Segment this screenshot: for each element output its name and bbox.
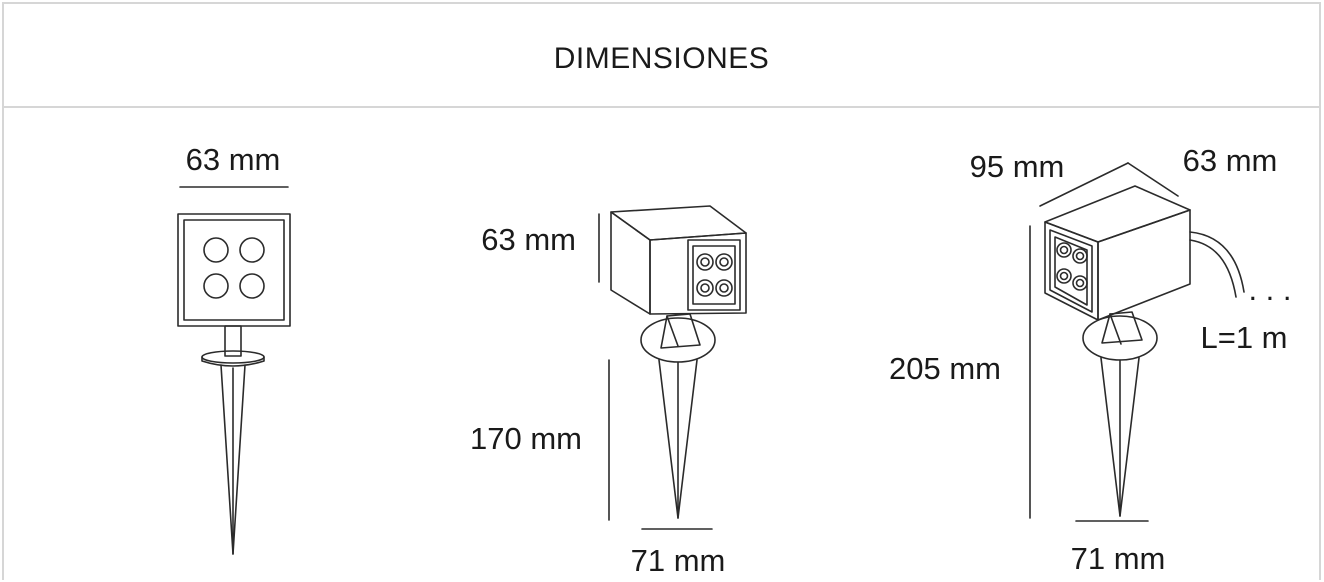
iso-cable: [1189, 231, 1245, 293]
front-led-1: [203, 237, 229, 263]
front-base-disk: [201, 350, 265, 364]
iso-base-width-label: 71 mm: [1071, 541, 1166, 576]
side-face-outer: [687, 239, 741, 311]
side-led-4: [715, 279, 733, 297]
side-base-disk: [640, 317, 716, 363]
iso-face-inner: [1054, 236, 1088, 306]
iso-cube-side: [1097, 209, 1191, 321]
side-led-2: [715, 253, 733, 271]
iso-cable-ellipsis: . . .: [1248, 272, 1291, 307]
iso-width-label: 63 mm: [1183, 143, 1278, 178]
iso-total-height-label: 205 mm: [889, 351, 1001, 386]
side-led-2b: [719, 257, 729, 267]
front-led-4: [239, 273, 265, 299]
iso-led-2b: [1075, 251, 1085, 261]
side-face-inner: [692, 245, 736, 305]
iso-led-1b: [1059, 245, 1069, 255]
iso-led-3b: [1059, 271, 1069, 281]
iso-led-1: [1056, 242, 1072, 258]
iso-depth-dimension-line: [1039, 162, 1129, 207]
side-led-3b: [700, 283, 710, 293]
iso-view-drawing: [1029, 162, 1245, 522]
side-spike-length-label: 170 mm: [470, 421, 582, 456]
side-cube-front: [649, 232, 747, 315]
iso-cable-length-label: L=1 m: [1200, 320, 1287, 355]
front-width-label: 63 mm: [186, 142, 281, 177]
side-head-height-label: 63 mm: [481, 222, 576, 257]
side-led-1b: [700, 257, 710, 267]
iso-depth-label: 95 mm: [970, 149, 1065, 184]
iso-led-4: [1072, 275, 1088, 291]
front-led-2: [239, 237, 265, 263]
front-head-outer: [177, 213, 291, 327]
side-base-width-label: 71 mm: [631, 543, 726, 578]
front-stem: [224, 325, 242, 357]
iso-width-dimension-line: [1127, 162, 1179, 197]
header-bar: DIMENSIONES: [2, 2, 1321, 108]
iso-led-3: [1056, 268, 1072, 284]
iso-cube-top: [1044, 185, 1191, 243]
iso-face-outer: [1049, 229, 1093, 313]
iso-cube-front: [1044, 221, 1099, 321]
page-title: DIMENSIONES: [553, 42, 770, 75]
front-led-3: [203, 273, 229, 299]
side-bracket: [660, 313, 701, 349]
front-view-drawing: [177, 186, 291, 555]
side-led-4b: [719, 283, 729, 293]
iso-led-2: [1072, 248, 1088, 264]
iso-bracket: [1101, 311, 1143, 344]
side-led-1: [696, 253, 714, 271]
side-view-drawing: [598, 205, 747, 530]
side-cube-left: [610, 211, 651, 315]
iso-base-disk: [1082, 315, 1158, 361]
side-led-3: [696, 279, 714, 297]
front-head-inner: [183, 219, 285, 321]
iso-led-4b: [1075, 278, 1085, 288]
